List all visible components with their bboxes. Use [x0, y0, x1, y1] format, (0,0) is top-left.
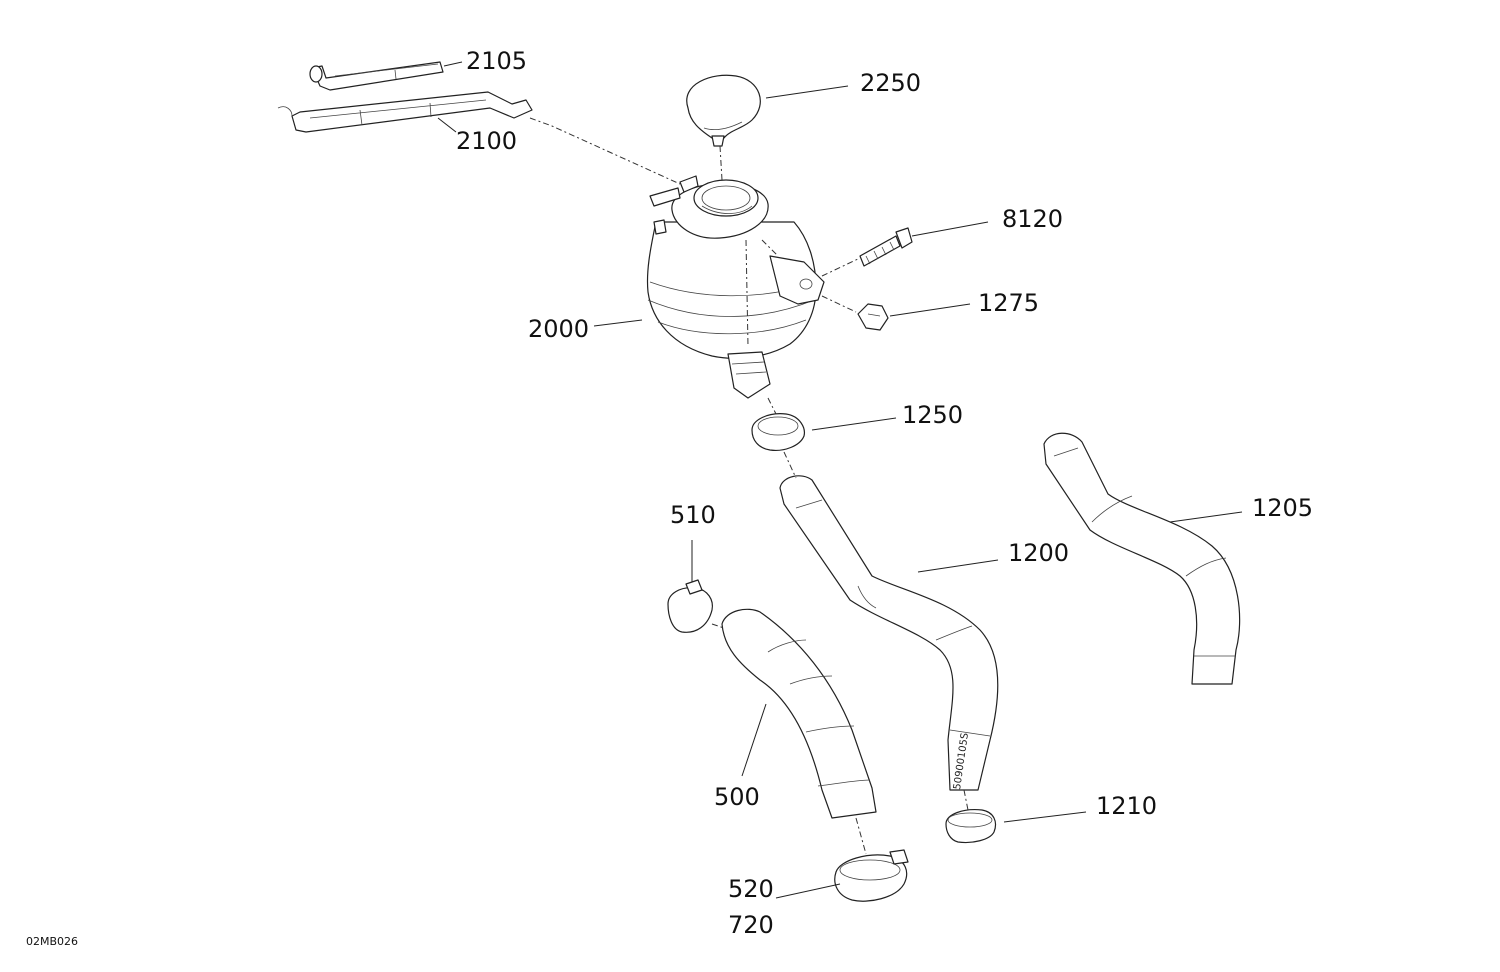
callout-520: 520 — [728, 875, 774, 903]
callout-1205: 1205 — [1252, 494, 1313, 522]
callout-2105: 2105 — [466, 47, 527, 75]
callout-1200: 1200 — [1008, 539, 1069, 567]
part-1205-hose[interactable] — [1043, 432, 1241, 685]
callout-720: 720 — [728, 911, 774, 939]
part-2000-reservoir[interactable] — [646, 175, 825, 399]
callout-1250: 1250 — [902, 401, 963, 429]
leader-lines — [437, 61, 1243, 899]
callout-2100: 2100 — [456, 127, 517, 155]
part-500-hose[interactable] — [721, 608, 877, 819]
part-510-clamp[interactable] — [667, 579, 713, 633]
callout-510: 510 — [670, 501, 716, 529]
part-2250-cap[interactable] — [686, 74, 761, 147]
part-520-720-clamp[interactable] — [834, 849, 909, 902]
assembly-axes — [529, 117, 969, 855]
callout-500: 500 — [714, 783, 760, 811]
callout-8120: 8120 — [1002, 205, 1063, 233]
callout-2000: 2000 — [528, 315, 589, 343]
callout-2250: 2250 — [860, 69, 921, 97]
part-1200-hose[interactable] — [779, 475, 999, 791]
part-1275-nut[interactable] — [857, 303, 889, 331]
part-1210-clamp[interactable] — [945, 809, 997, 844]
part-8120-bolt[interactable] — [859, 227, 913, 267]
part-2105-hose[interactable] — [309, 61, 444, 91]
diagram-code: 02MB026 — [26, 935, 78, 948]
callout-labels: 2105 2100 2250 8120 1275 2000 1250 1205 … — [456, 47, 1313, 939]
callout-1210: 1210 — [1096, 792, 1157, 820]
part-1250-clamp[interactable] — [751, 413, 805, 451]
callout-1275: 1275 — [978, 289, 1039, 317]
part-2100-hose[interactable] — [277, 91, 533, 133]
